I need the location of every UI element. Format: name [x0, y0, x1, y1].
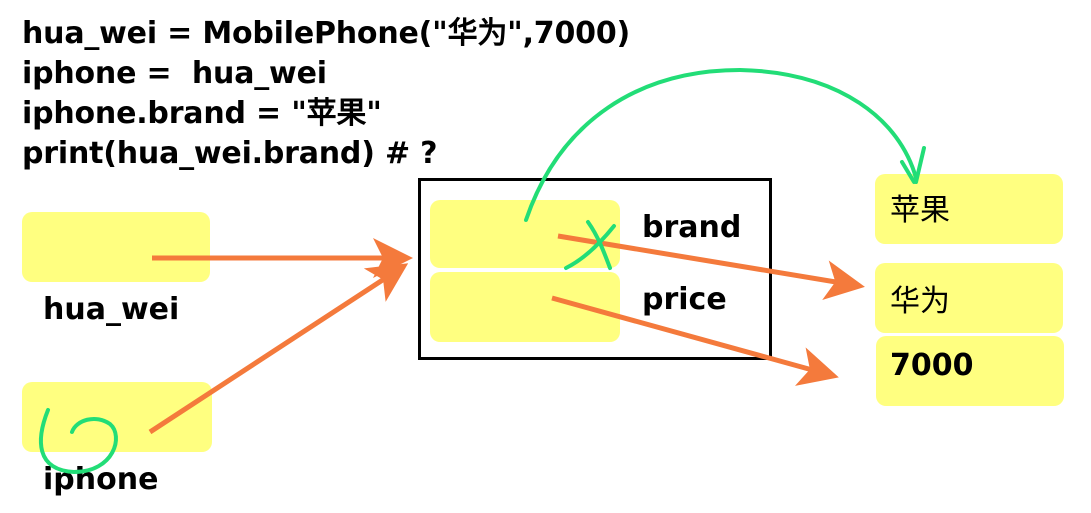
- brand-attribute-label: brand: [642, 210, 742, 245]
- code-line-3: iphone.brand = "苹果": [22, 96, 382, 131]
- green-reassign-tick: [900, 146, 926, 184]
- code-block: hua_wei = MobilePhone("华为",7000) iphone =…: [22, 14, 630, 174]
- price-value-box: [876, 336, 1064, 406]
- green-cross-mark: [564, 220, 616, 270]
- brand-to-huawei-arrow: [557, 233, 865, 301]
- brand-slot-box: [430, 200, 620, 268]
- huawei-string-box: [875, 263, 1063, 333]
- iphone-variable-label: iphone: [43, 462, 159, 497]
- price-to-7000-arrow: [551, 295, 839, 386]
- hua-wei-variable-label: hua_wei: [43, 292, 180, 327]
- apple-string-box: [875, 174, 1063, 244]
- code-line-4: print(hua_wei.brand) # ?: [22, 136, 438, 171]
- apple-string-value: 苹果: [890, 193, 950, 228]
- hua-wei-variable-box: [22, 212, 210, 282]
- green-reassign-curve: [524, 67, 918, 222]
- code-line-2: iphone = hua_wei: [22, 56, 327, 91]
- price-value: 7000: [890, 348, 974, 383]
- green-iphone-circle: [38, 408, 118, 475]
- price-attribute-label: price: [642, 282, 727, 317]
- code-line-1: hua_wei = MobilePhone("华为",7000): [22, 16, 631, 51]
- iphone-reference-arrow: [148, 263, 409, 435]
- huawei-string-value: 华为: [890, 284, 950, 319]
